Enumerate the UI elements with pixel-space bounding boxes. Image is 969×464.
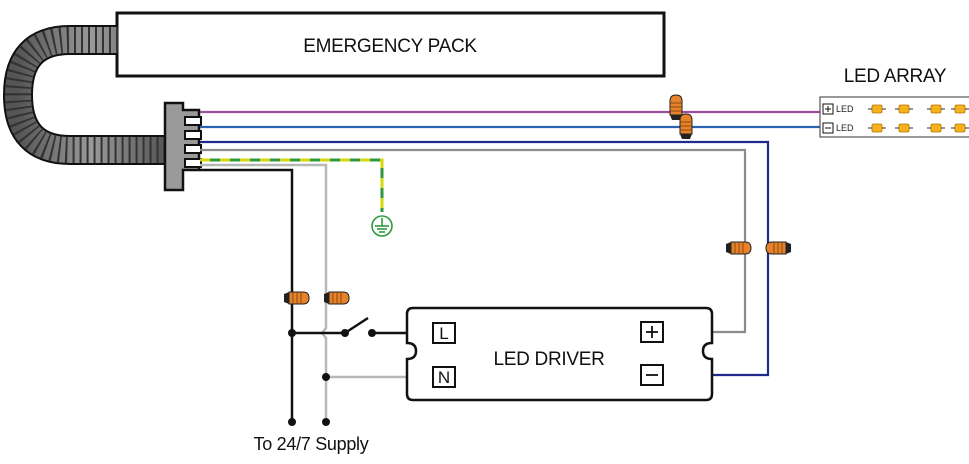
connector-block [163, 101, 202, 192]
wire-nut-icon [679, 113, 693, 140]
switch-icon [344, 316, 369, 335]
led-array-label: LED ARRAY [844, 66, 947, 87]
light-grey-wire [200, 163, 328, 420]
wire-nut-icon [725, 241, 752, 255]
led-driver-label: LED DRIVER [493, 349, 604, 370]
terminal-plus-icon [640, 321, 664, 343]
terminal-l [432, 322, 456, 344]
wire-nut-icon [323, 291, 350, 305]
terminal-minus-icon [640, 364, 664, 386]
led-plus-label: LED [836, 104, 854, 114]
ground-icon [371, 215, 393, 237]
wire-nut-icon [283, 291, 310, 305]
led-array-strip [819, 96, 969, 138]
led-driver-box [405, 306, 714, 402]
grey-wire [200, 148, 747, 334]
emergency-pack-label: EMERGENCY PACK [303, 36, 477, 57]
wire-nut-icon [765, 241, 792, 255]
terminal-l-label: L [439, 324, 448, 343]
led-minus-label: LED [836, 123, 854, 133]
terminal-n [432, 366, 456, 388]
navy-wire [200, 140, 770, 377]
wire-nut-icon [669, 94, 683, 121]
terminal-n-label: N [438, 368, 450, 387]
black-wire [200, 168, 294, 420]
supply-label: To 24/7 Supply [254, 434, 369, 454]
flexible-conduit [2, 25, 165, 165]
